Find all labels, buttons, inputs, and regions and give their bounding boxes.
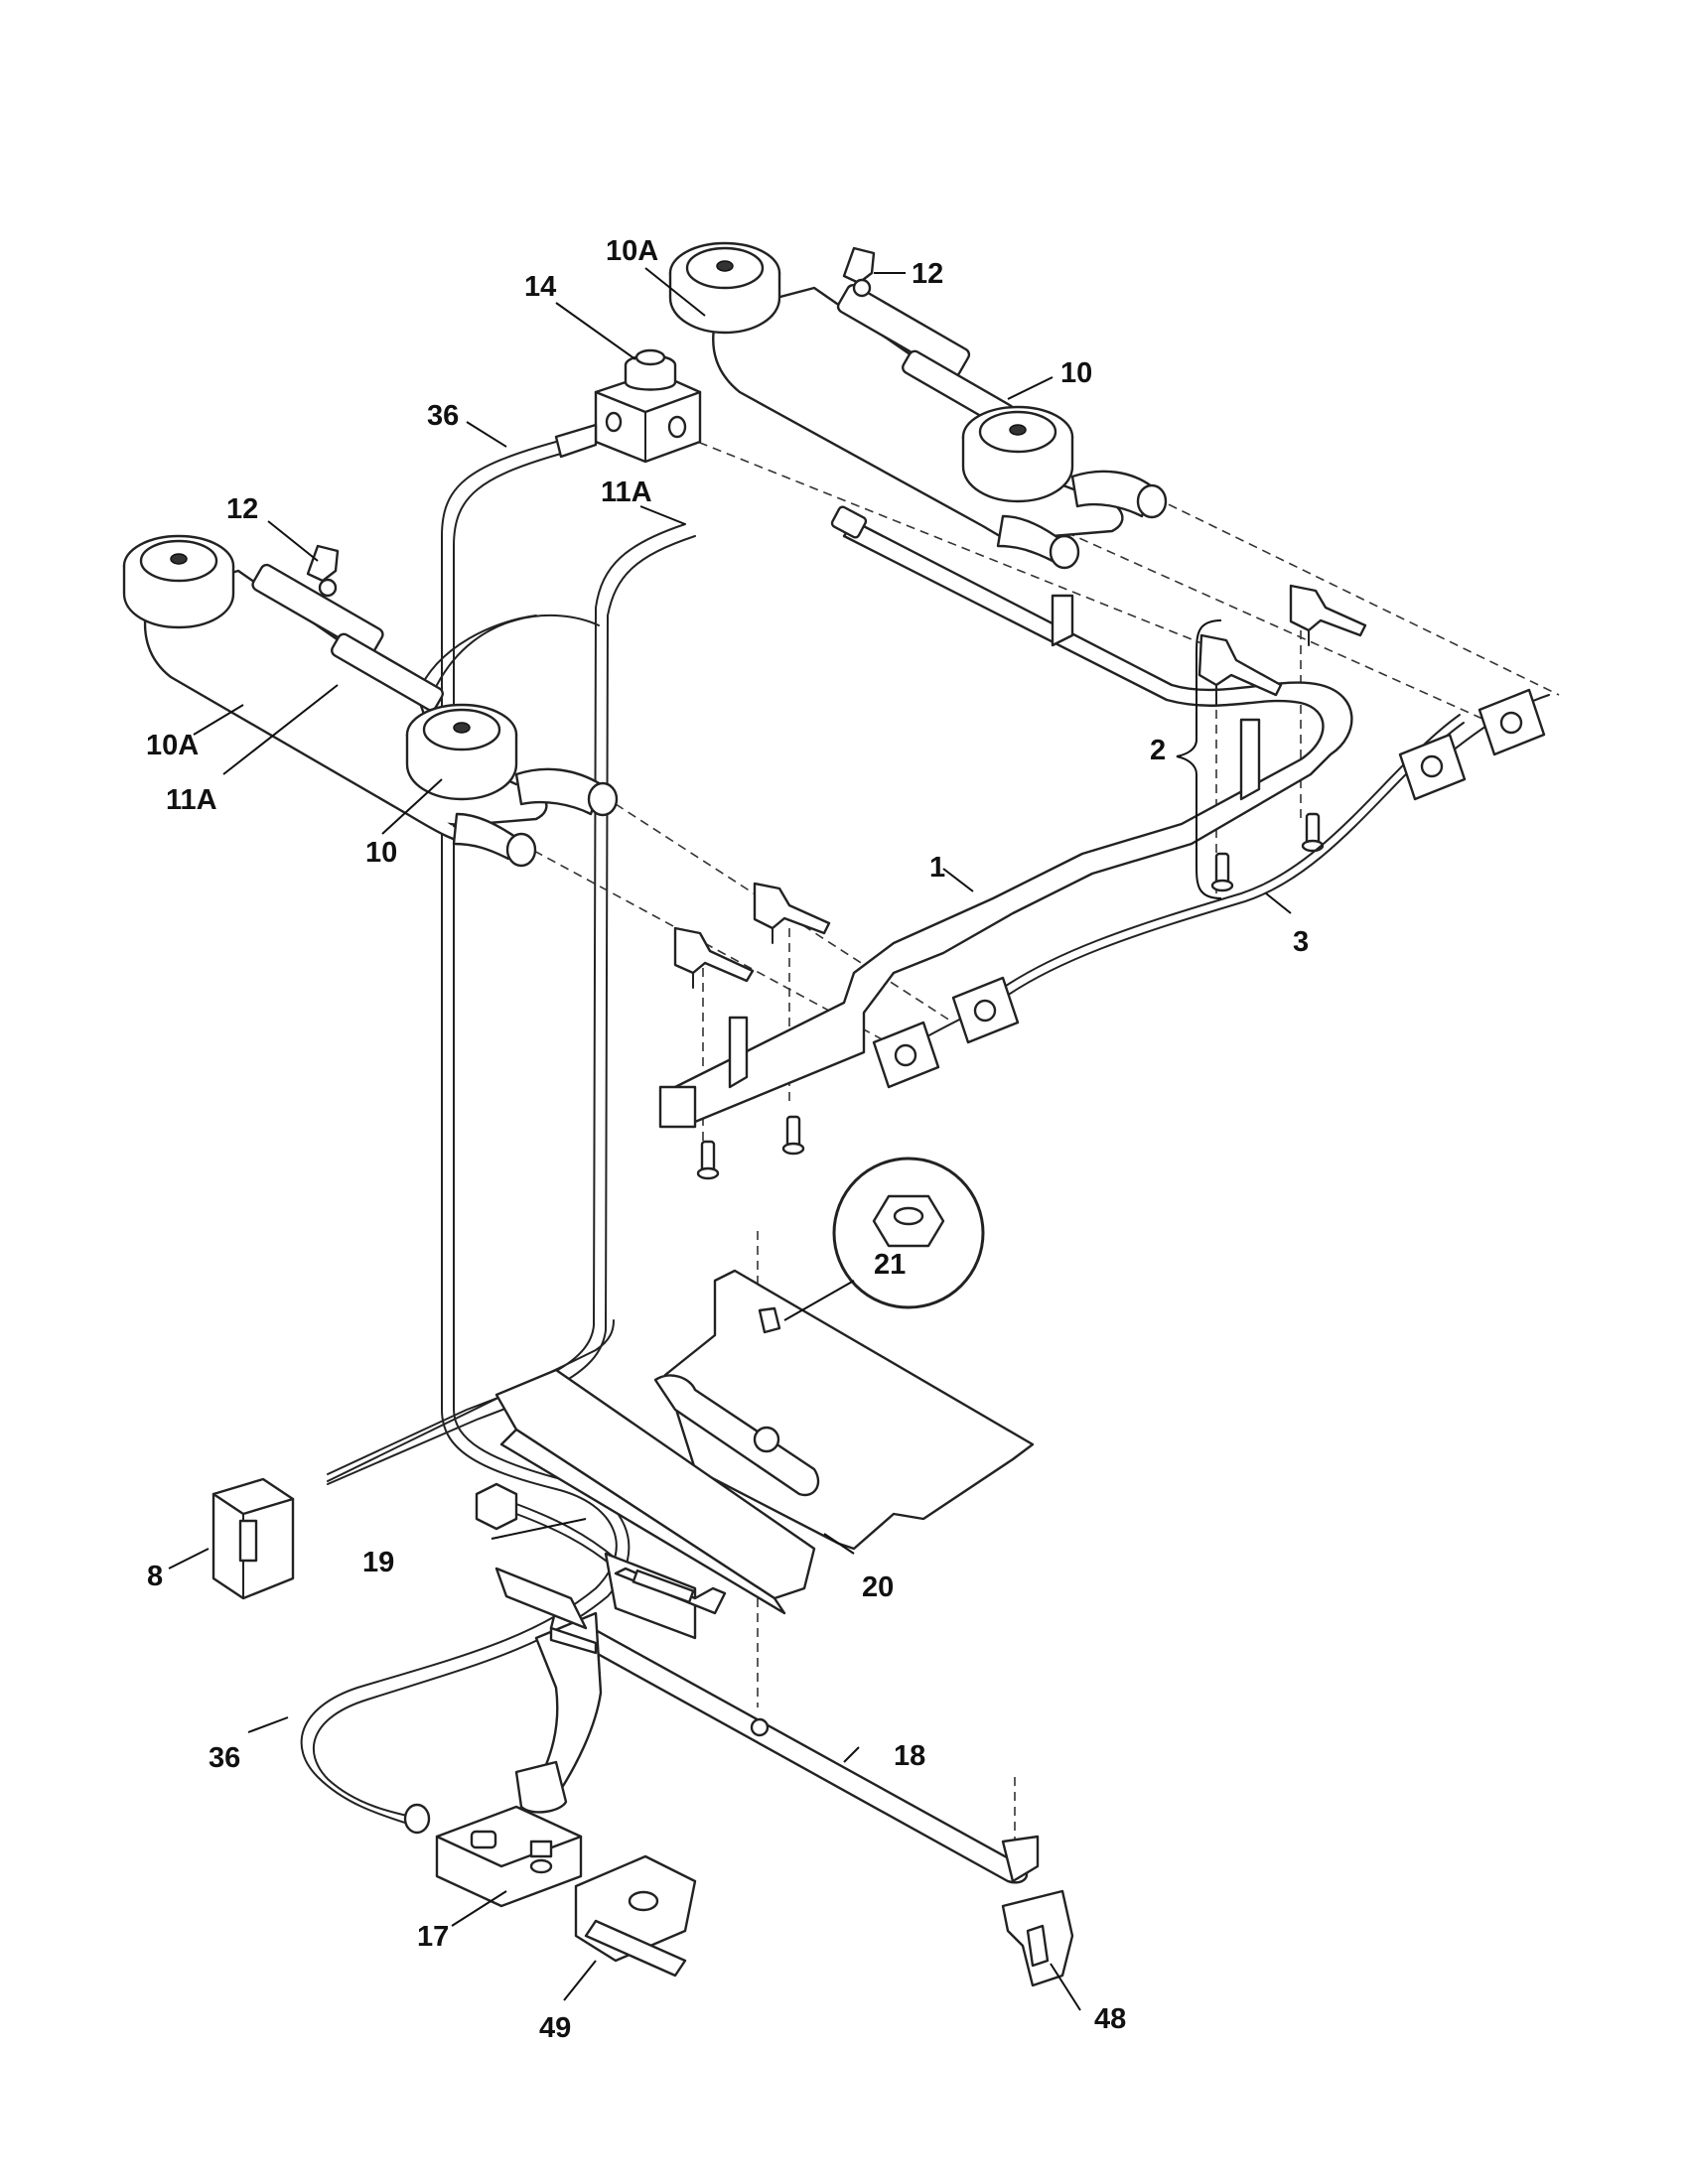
callout-12-left: 12 [226, 493, 258, 525]
oven-burner-tube-18 [494, 1567, 1040, 1884]
top-burner-assembly [668, 241, 1168, 570]
callout-3: 3 [1293, 926, 1309, 958]
callout-36-top: 36 [427, 400, 459, 432]
pressure-regulator-14 [554, 348, 702, 464]
mounting-screws [696, 812, 1325, 1180]
callout-11a-top: 11A [601, 477, 652, 508]
callout-10-top: 10 [1060, 357, 1092, 389]
gas-supply-tube-36 [300, 441, 631, 1828]
burner-valves-2 [673, 584, 1367, 989]
callout-19: 19 [362, 1547, 394, 1578]
alignment-lines [520, 436, 1560, 1866]
callout-49: 49 [539, 2012, 571, 2044]
callout-10-left: 10 [365, 837, 397, 869]
callout-48: 48 [1094, 2003, 1126, 2035]
callout-10a-left: 10A [146, 730, 199, 761]
left-burner-assembly [122, 534, 619, 868]
oven-ignitor-19 [475, 1482, 727, 1640]
valve-bracket-49 [574, 1854, 697, 1978]
callout-8: 8 [147, 1561, 163, 1592]
callout-11a-left: 11A [166, 784, 217, 816]
safety-valve-17 [403, 1803, 583, 1908]
bracket-2 [1176, 619, 1222, 899]
callout-1: 1 [929, 852, 945, 884]
callout-21: 21 [874, 1249, 906, 1281]
callout-14: 14 [524, 271, 556, 303]
hex-nut-21 [783, 1157, 985, 1321]
callout-labels: 10A 12 14 10 36 11A 12 10A 11A 10 2 1 3 … [146, 235, 1309, 2044]
callout-2: 2 [1150, 735, 1166, 766]
callout-10a-top: 10A [606, 235, 658, 267]
ignitor-harness-3 [872, 688, 1550, 1089]
callout-18: 18 [894, 1740, 925, 1772]
burner-bracket-48 [1001, 1889, 1074, 1987]
callout-12-top: 12 [912, 258, 943, 290]
callout-17: 17 [417, 1921, 449, 1953]
burner-baffle-20 [494, 1269, 1035, 1615]
callout-20: 20 [862, 1571, 894, 1603]
ignitor-block-8 [211, 1477, 295, 1600]
manifold-pipe-1 [658, 505, 1353, 1129]
leader-lines [168, 267, 1292, 2011]
callout-36-bottom: 36 [209, 1742, 240, 1774]
